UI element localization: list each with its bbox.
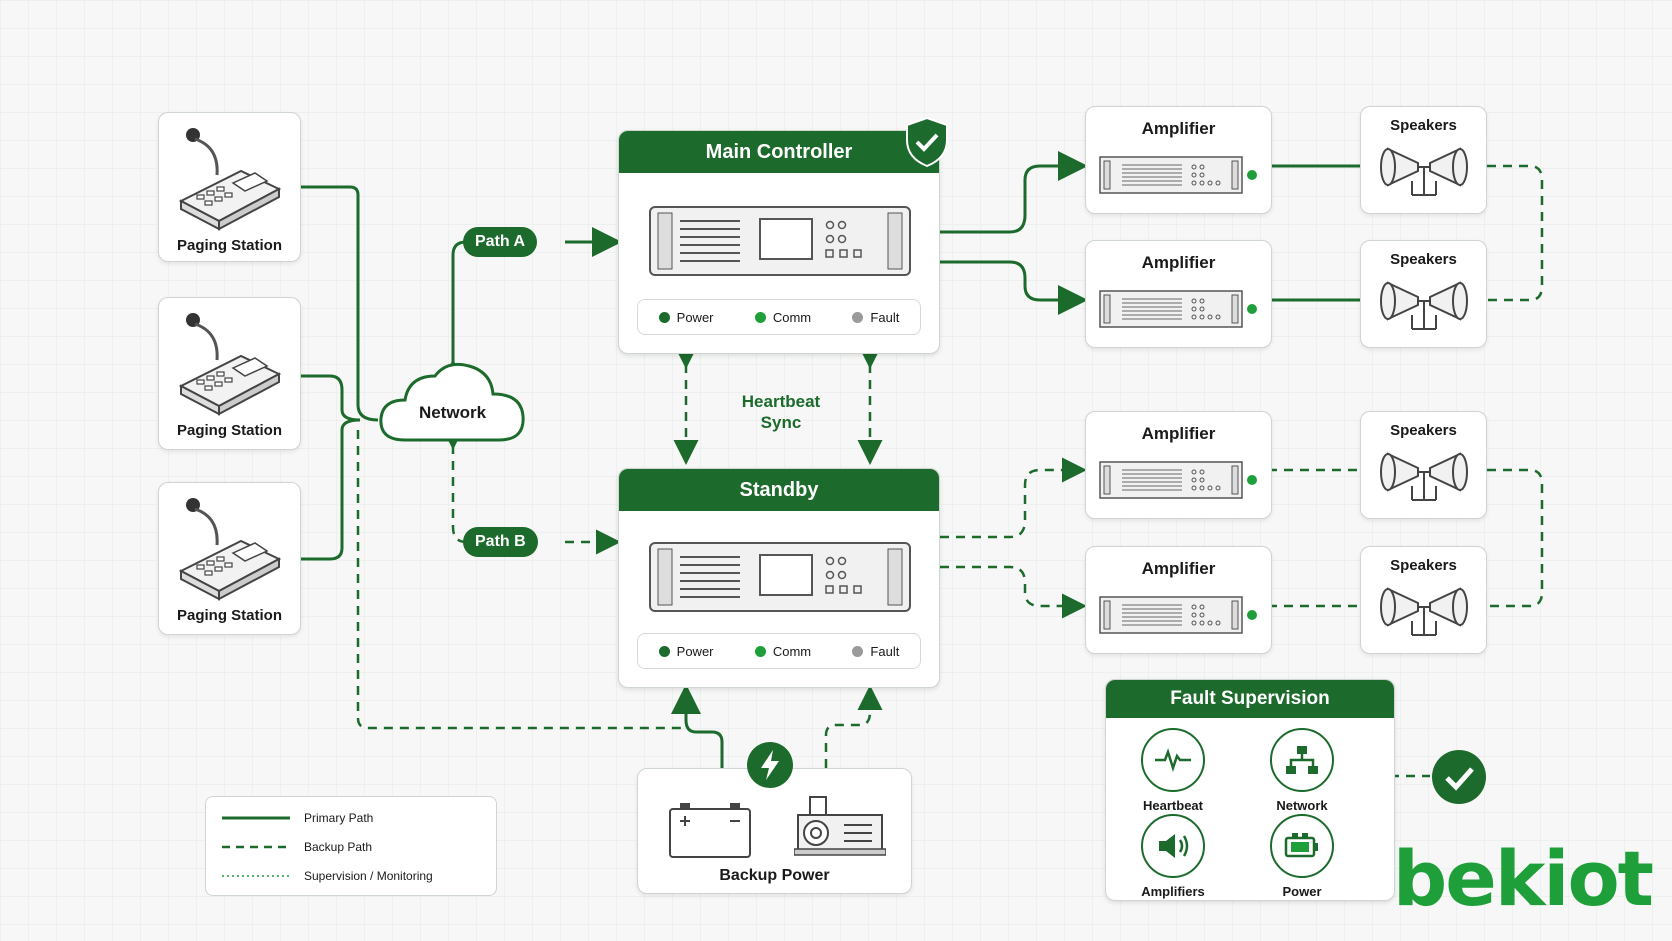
path-a-label: Path A — [463, 227, 538, 257]
fs-power: Power — [1247, 814, 1357, 899]
fault-supervision-panel[interactable]: Fault Supervision Heartbeat Network Ampl… — [1105, 679, 1395, 901]
shield-check-icon — [906, 116, 948, 168]
standby-panel[interactable]: Standby Power Comm Fault — [618, 468, 940, 688]
legend: Primary Path Backup Path Supervision / M… — [205, 796, 497, 896]
speakers-label: Speakers — [1390, 117, 1457, 134]
line-ps2-network — [301, 374, 361, 422]
amplifier-3[interactable]: Amplifier — [1085, 411, 1272, 519]
line-ctrl-amp2 — [940, 260, 1088, 315]
battery-power-icon — [1284, 833, 1318, 858]
amplifier-label: Amplifier — [1141, 253, 1216, 272]
fs-network: Network — [1247, 728, 1357, 813]
speakers-2[interactable]: Speakers — [1360, 240, 1487, 348]
paging-station-1[interactable]: Paging Station — [158, 112, 301, 262]
amplifier-4[interactable]: Amplifier — [1085, 546, 1272, 654]
line-network-patha — [438, 240, 468, 389]
paging-station-2[interactable]: Paging Station — [158, 297, 301, 450]
fs-amplifiers: Amplifiers — [1118, 814, 1228, 899]
amplifier-device-icon — [1099, 461, 1257, 499]
line-ps1-network — [301, 185, 379, 422]
speakers-label: Speakers — [1390, 557, 1457, 574]
status-comm: Comm — [754, 644, 811, 659]
generator-icon — [794, 796, 886, 856]
horn-speakers-icon — [1380, 587, 1468, 636]
paging-station-label: Paging Station — [177, 237, 282, 254]
line-ctrl-amp1 — [940, 151, 1088, 234]
status-fault: Fault — [852, 644, 899, 659]
amplifier-device-icon — [1099, 596, 1257, 634]
bekiot-logo: bekiot — [1392, 834, 1654, 923]
standby-title: Standby — [619, 469, 939, 511]
amplifier-label: Amplifier — [1141, 119, 1216, 138]
horn-speakers-icon — [1380, 281, 1468, 330]
horn-speakers-icon — [1380, 147, 1468, 196]
legend-primary: Primary Path — [222, 811, 374, 825]
line-spk-loop-top — [1487, 164, 1544, 302]
amplifier-device-icon — [1099, 290, 1257, 328]
status-power: Power — [658, 310, 714, 325]
network-tree-icon — [1286, 746, 1318, 774]
backup-power[interactable]: Backup Power — [637, 768, 912, 894]
paging-station-label: Paging Station — [177, 422, 282, 439]
line-power-standby-left — [671, 684, 724, 768]
path-b-label: Path B — [463, 527, 538, 557]
line-power-standby-right — [824, 685, 883, 768]
legend-supervision: Supervision / Monitoring — [222, 869, 433, 883]
amplifier-device-icon — [1099, 156, 1257, 194]
line-supervision-loop — [356, 430, 686, 730]
line-spk-loop-bottom — [1487, 468, 1544, 608]
check-badge-icon — [1432, 750, 1486, 804]
amplifier-label: Amplifier — [1141, 559, 1216, 578]
main-controller-panel[interactable]: Main Controller Power Comm Fault — [618, 130, 940, 354]
main-controller-status-bar: Power Comm Fault — [637, 299, 921, 335]
fault-supervision-title: Fault Supervision — [1106, 680, 1394, 718]
speakers-1[interactable]: Speakers — [1360, 106, 1487, 214]
backup-power-label: Backup Power — [719, 867, 830, 884]
paging-station-icon — [178, 498, 282, 601]
cloud-icon — [379, 362, 525, 442]
paging-station-3[interactable]: Paging Station — [158, 482, 301, 635]
controller-device-icon — [649, 206, 911, 276]
line-network-pathb — [440, 425, 467, 544]
standby-status-bar: Power Comm Fault — [637, 633, 921, 669]
speaker-volume-icon — [1159, 834, 1189, 858]
paging-station-icon — [178, 313, 282, 416]
legend-backup: Backup Path — [222, 840, 373, 854]
status-comm: Comm — [754, 310, 811, 325]
controller-device-icon — [649, 542, 911, 612]
paging-station-icon — [178, 128, 282, 231]
network-node[interactable]: Network — [375, 358, 530, 448]
horn-speakers-icon — [1380, 452, 1468, 501]
speakers-3[interactable]: Speakers — [1360, 411, 1487, 519]
main-controller-title: Main Controller — [619, 131, 939, 173]
line-standby-amp3 — [940, 457, 1087, 539]
amplifier-1[interactable]: Amplifier — [1085, 106, 1272, 214]
speakers-4[interactable]: Speakers — [1360, 546, 1487, 654]
amplifier-label: Amplifier — [1141, 424, 1216, 443]
heartbeat-icon — [1155, 748, 1191, 772]
network-label: Network — [418, 403, 487, 422]
line-standby-amp4 — [940, 565, 1087, 619]
lightning-icon — [747, 742, 793, 788]
fs-heartbeat: Heartbeat — [1118, 728, 1228, 813]
status-power: Power — [658, 644, 714, 659]
amplifier-2[interactable]: Amplifier — [1085, 240, 1272, 348]
speakers-label: Speakers — [1390, 251, 1457, 268]
status-fault: Fault — [852, 310, 899, 325]
paging-station-label: Paging Station — [177, 607, 282, 624]
line-ps3-network — [301, 418, 361, 561]
battery-icon — [669, 803, 751, 858]
speakers-label: Speakers — [1390, 422, 1457, 439]
